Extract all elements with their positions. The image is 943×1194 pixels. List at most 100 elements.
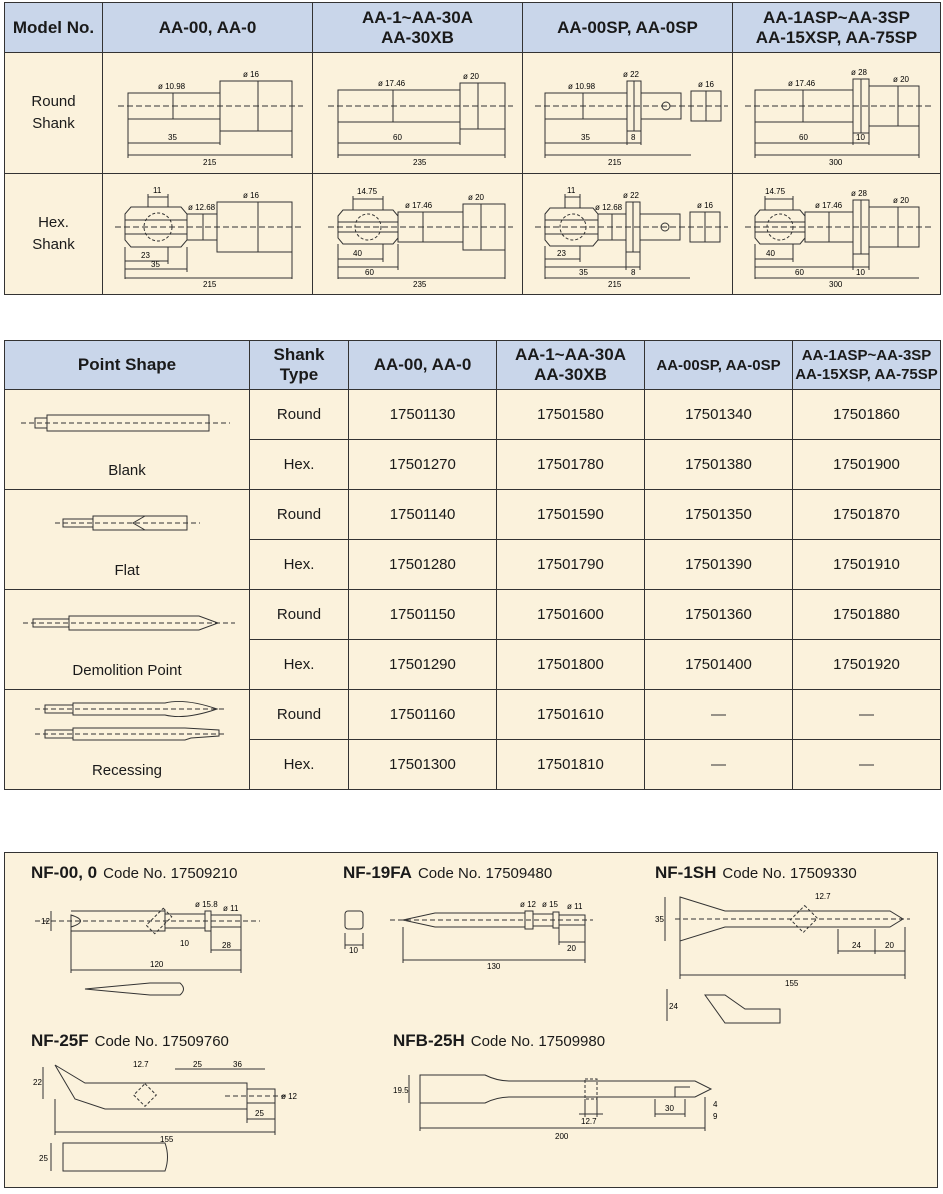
shank-cell: Round [249, 389, 349, 440]
hex-diagram-3: 11 ø 12.68 ø 22 ø 16 23 35 8 215 [522, 173, 733, 295]
shank-cell: Hex. [249, 639, 349, 690]
h4-dia-collar: ø 28 [851, 189, 868, 198]
code-cell: 17501900 [792, 439, 941, 490]
tool-nf19-code: Code No. 17509480 [417, 865, 553, 882]
r3-len-b: 8 [631, 133, 636, 142]
r2-dia-large: ø 20 [463, 72, 480, 81]
shank-cell: Hex. [249, 439, 349, 490]
header-aa1-line2: AA-30XB [381, 27, 454, 47]
nf00-d1: 12 [41, 917, 50, 926]
shape-name-demolition: Demolition Point [72, 662, 182, 679]
h3-len-total: 215 [608, 280, 622, 289]
shank-cell: Hex. [249, 539, 349, 590]
r1-dia-large: ø 16 [243, 70, 260, 79]
h2-dia-large: ø 20 [468, 193, 485, 202]
nf19-drawing: 10 ø 12 ø 15 ø 11 20 130 [344, 900, 593, 971]
code-cell: 17501160 [348, 689, 497, 740]
nf1sh-d1: 35 [655, 915, 664, 924]
table-row: Blank Round 17501130 17501580 17501340 1… [4, 389, 941, 490]
tool-nf00-name: NF-00, 0 [31, 863, 98, 882]
tool-nf00-code: Code No. 17509210 [103, 865, 238, 882]
r4-dia-large: ø 20 [893, 75, 910, 84]
r4-len-a: 60 [799, 133, 808, 142]
nfb25h-d5: 9 [713, 1112, 718, 1121]
r1-len-a: 35 [168, 133, 177, 142]
h3-dia-collar: ø 22 [623, 191, 640, 200]
header-shank-type-line1: Shank [273, 345, 325, 364]
nf19-d4: ø 11 [567, 902, 583, 911]
r3-len-a: 35 [581, 133, 590, 142]
h2-dia-small: ø 17.46 [405, 201, 433, 210]
h2-hex: 14.75 [357, 187, 378, 196]
hex-shank-drawing-aa00: 11 ø 12.68 ø 16 23 35 215 [115, 186, 303, 289]
h3-dia-small: ø 12.68 [595, 203, 623, 212]
demolition-point-tool-drawing [23, 615, 235, 631]
h3-len-c: 8 [631, 268, 636, 277]
code-cell: 17501870 [792, 489, 941, 540]
nf19-d3: ø 15 [542, 900, 559, 909]
h1-len-total: 215 [203, 280, 217, 289]
table-row: Recessing Round 17501160 17501610 — — [4, 689, 941, 790]
code-cell: 17501910 [792, 539, 941, 590]
tool-nf25f-code: Code No. 17509760 [94, 1033, 229, 1050]
h4-len-total: 300 [829, 280, 843, 289]
header-c2-line2: AA-30XB [534, 365, 607, 384]
row-label-hex-shank: Hex.Shank [4, 173, 103, 295]
nf25f-d6: 25 [255, 1109, 264, 1118]
shape-name-flat: Flat [114, 562, 140, 579]
shape-cell-blank: Blank [4, 389, 250, 490]
shank-cell: Round [249, 589, 349, 640]
h1-hex: 11 [153, 186, 162, 195]
tool-nf25f-name: NF-25F [31, 1031, 89, 1050]
r2-len-a: 60 [393, 133, 402, 142]
hex-label-1: Hex. [38, 214, 69, 231]
code-cell: 17501130 [348, 389, 497, 440]
code-cell: 17501340 [644, 389, 793, 440]
table-row: Hex. 17501300 17501810 — — [5, 739, 941, 790]
code-cell: 17501300 [348, 739, 497, 790]
header-aa00: AA-00, AA-0 [102, 2, 313, 53]
nf00-d2: ø 15.8 [195, 900, 218, 909]
h2-len-total: 235 [413, 280, 427, 289]
tool-nf1sh-code: Code No. 17509330 [722, 865, 857, 882]
code-cell: — [644, 689, 793, 740]
round-label-1: Round [31, 93, 76, 110]
round-diagram-4: ø 17.46 ø 28 ø 20 60 10 300 [732, 52, 941, 174]
code-cell: 17501800 [496, 639, 645, 690]
header-c1: AA-00, AA-0 [348, 340, 497, 390]
hex-diagram-2: 14.75 ø 17.46 ø 20 40 60 235 [312, 173, 523, 295]
r1-len-total: 215 [203, 158, 217, 167]
tool-nf1sh-name: NF-1SH [655, 863, 717, 882]
code-cell: 17501360 [644, 589, 793, 640]
h1-dia-large: ø 16 [243, 191, 260, 200]
h4-len-b: 60 [795, 268, 804, 277]
round-shank-drawing-aa00sp: ø 10.98 ø 22 ø 16 35 8 215 [535, 70, 728, 167]
nfb25h-d2: 12.7 [581, 1117, 597, 1126]
nfb25h-d4: 4 [713, 1100, 718, 1109]
nf00-d3: ø 11 [223, 904, 239, 913]
code-cell: 17501600 [496, 589, 645, 640]
nf25f-d2: 12.7 [133, 1060, 149, 1069]
nf1sh-d5: 155 [785, 979, 799, 988]
table-row: Flat Round 17501140 17501590 17501350 17… [4, 489, 941, 590]
header-shank-type-line2: Type [279, 365, 319, 384]
h1-dia-small: ø 12.68 [188, 203, 216, 212]
code-cell: 17501610 [496, 689, 645, 740]
h3-len-a: 23 [557, 249, 566, 258]
shape-cell-recessing: Recessing [4, 689, 250, 790]
round-diagram-3: ø 10.98 ø 22 ø 16 35 8 215 [522, 52, 733, 174]
h4-len-a: 40 [766, 249, 775, 258]
tool-nf19-name: NF-19FA [343, 863, 412, 882]
round-diagram-2: ø 17.46 ø 20 60 235 [312, 52, 523, 174]
nf1sh-d3: 24 [852, 941, 861, 950]
tool-nf00-title: NF-00, 0 Code No. 17509210 [31, 863, 237, 883]
r4-dia-collar: ø 28 [851, 68, 868, 77]
hex-diagram-1: 11 ø 12.68 ø 16 23 35 215 [102, 173, 313, 295]
h4-dia-small: ø 17.46 [815, 201, 843, 210]
h1-len-b: 35 [151, 260, 160, 269]
tool-nf19-title: NF-19FA Code No. 17509480 [343, 863, 552, 883]
